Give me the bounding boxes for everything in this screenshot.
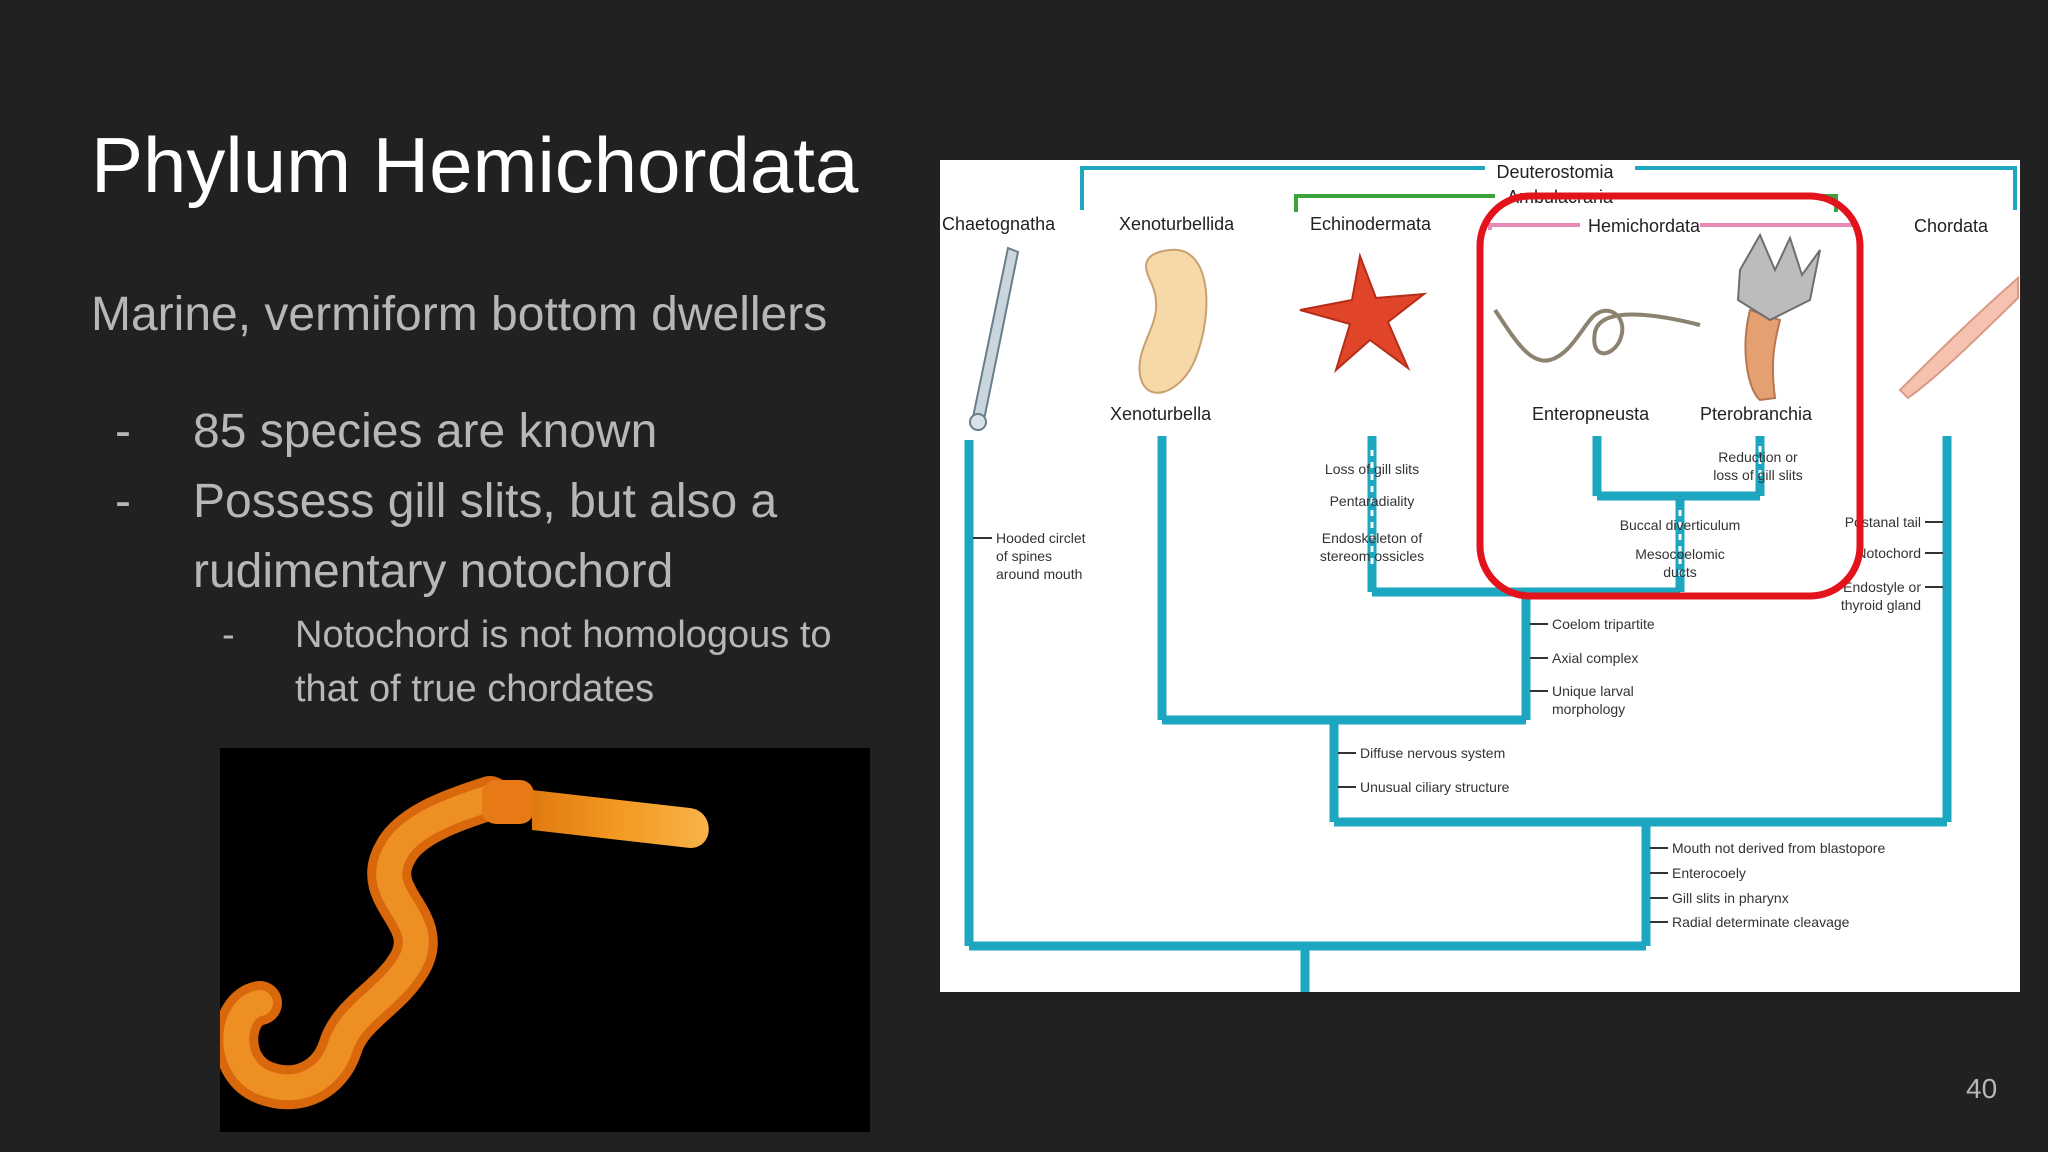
trait-text: Notochord [1856, 545, 1921, 561]
subbullet-marker: - [222, 614, 235, 656]
trait-text: thyroid gland [1841, 597, 1921, 613]
organism-pterobranchia: Pterobranchia [1700, 404, 1813, 424]
pterobranch-illustration [1736, 232, 1821, 402]
trait-text: Enterocoely [1672, 865, 1746, 881]
trait-text: Hooded circlet [996, 530, 1086, 546]
trait-text: ducts [1663, 564, 1696, 580]
trait-text: Pentaradiality [1330, 493, 1415, 509]
trait-text: Endoskeleton of [1322, 530, 1423, 546]
page-number: 40 [1966, 1073, 1998, 1104]
worm-collar [482, 780, 534, 824]
trait-text: Mesocoelomic [1635, 546, 1724, 562]
bullet-text: rudimentary notochord [193, 545, 674, 598]
worm-body [214, 776, 512, 1110]
trait-text: Radial determinate cleavage [1672, 914, 1850, 930]
trait-text: morphology [1552, 701, 1625, 717]
trait-text: Axial complex [1552, 650, 1638, 666]
bullet-marker: - [115, 475, 131, 528]
bullet-text: Possess gill slits, but also a [193, 475, 778, 528]
xenoturbella-illustration [1138, 248, 1208, 394]
trait-text: loss of gill slits [1713, 467, 1802, 483]
trait-text: Mouth not derived from blastopore [1672, 840, 1885, 856]
taxon-hemichordata: Hemichordata [1588, 216, 1701, 236]
acorn-worm-photo [214, 748, 870, 1132]
phylogeny-diagram: Deuterostomia Ambulacraria Chaetognatha … [940, 160, 2020, 992]
taxon-chordata: Chordata [1914, 216, 1989, 236]
bullet-text: 85 species are known [193, 405, 658, 458]
trait-text: Endostyle or [1843, 579, 1921, 595]
hemichordata-highlight [1476, 192, 1864, 600]
trait-text: Unique larval [1552, 683, 1634, 699]
taxon-chaetognatha: Chaetognatha [942, 214, 1056, 234]
slide-subtitle: Marine, vermiform bottom dwellers [91, 288, 828, 341]
worm-proboscis [532, 790, 709, 848]
taxon-xenoturbellida: Xenoturbellida [1119, 214, 1235, 234]
organism-enteropneusta: Enteropneusta [1532, 404, 1650, 424]
trait-text: Postanal tail [1845, 514, 1921, 530]
trait-text: around mouth [996, 566, 1082, 582]
trait-text: Coelom tripartite [1552, 616, 1655, 632]
trait-text: Reduction or [1718, 449, 1798, 465]
deuterostomia-label: Deuterostomia [1496, 162, 1614, 182]
trait-text: of spines [996, 548, 1052, 564]
bullet-marker: - [115, 405, 131, 458]
subbullet-text: Notochord is not homologous to [295, 614, 832, 656]
trait-text: Gill slits in pharynx [1672, 890, 1789, 906]
subbullet-text: that of true chordates [295, 668, 655, 710]
trait-text: Unusual ciliary structure [1360, 779, 1510, 795]
starfish-illustration [1299, 252, 1428, 374]
taxon-echinodermata: Echinodermata [1310, 214, 1432, 234]
trait-text: Loss of gill slits [1325, 461, 1419, 477]
trait-text: Diffuse nervous system [1360, 745, 1505, 761]
trait-text: stereom ossicles [1320, 548, 1424, 564]
enteropneust-illustration [1493, 308, 1701, 363]
chaetognath-illustration [969, 246, 1020, 431]
slide-title: Phylum Hemichordata [91, 121, 859, 209]
chordate-illustration [1898, 275, 2019, 400]
organism-xenoturbella: Xenoturbella [1110, 404, 1212, 424]
trait-text: Buccal diverticulum [1620, 517, 1741, 533]
